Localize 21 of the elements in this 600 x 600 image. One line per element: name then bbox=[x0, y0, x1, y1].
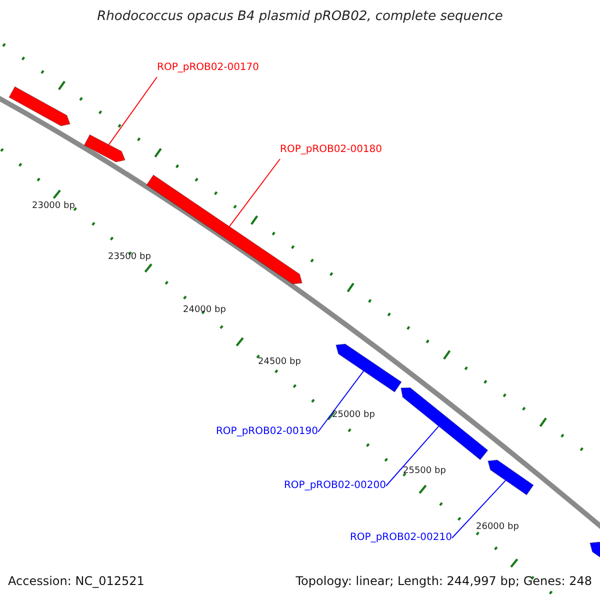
gene-label: ROP_pROB02-00190 bbox=[216, 426, 318, 437]
gene-bar bbox=[400, 387, 488, 460]
leader-line bbox=[228, 158, 280, 228]
gene-bar bbox=[336, 344, 402, 393]
leader-line bbox=[452, 480, 506, 538]
summary-text: Topology: linear; Length: 244,997 bp; Genes: 248 bbox=[296, 574, 592, 588]
accession-text: Accession: NC_012521 bbox=[8, 574, 144, 588]
scale-label: 23500 bp bbox=[108, 252, 151, 262]
leader-line bbox=[386, 426, 440, 486]
leader-line bbox=[108, 76, 158, 146]
gene-bar bbox=[8, 86, 71, 126]
gene-label: ROP_pROB02-00200 bbox=[284, 480, 386, 491]
gene-bar bbox=[84, 134, 126, 162]
title: Rhodococcus opacus B4 plasmid pROB02, complete sequence bbox=[96, 9, 504, 24]
gene-label: ROP_pROB02-00210 bbox=[350, 532, 452, 543]
scale-label: 23000 bp bbox=[32, 201, 75, 211]
leader-line bbox=[318, 370, 364, 432]
gene-bar bbox=[488, 460, 534, 496]
gene-label: ROP_pROB02-00180 bbox=[280, 144, 382, 155]
gene-label: ROP_pROB02-00170 bbox=[157, 62, 260, 73]
scale-label: 25000 bp bbox=[332, 410, 375, 420]
